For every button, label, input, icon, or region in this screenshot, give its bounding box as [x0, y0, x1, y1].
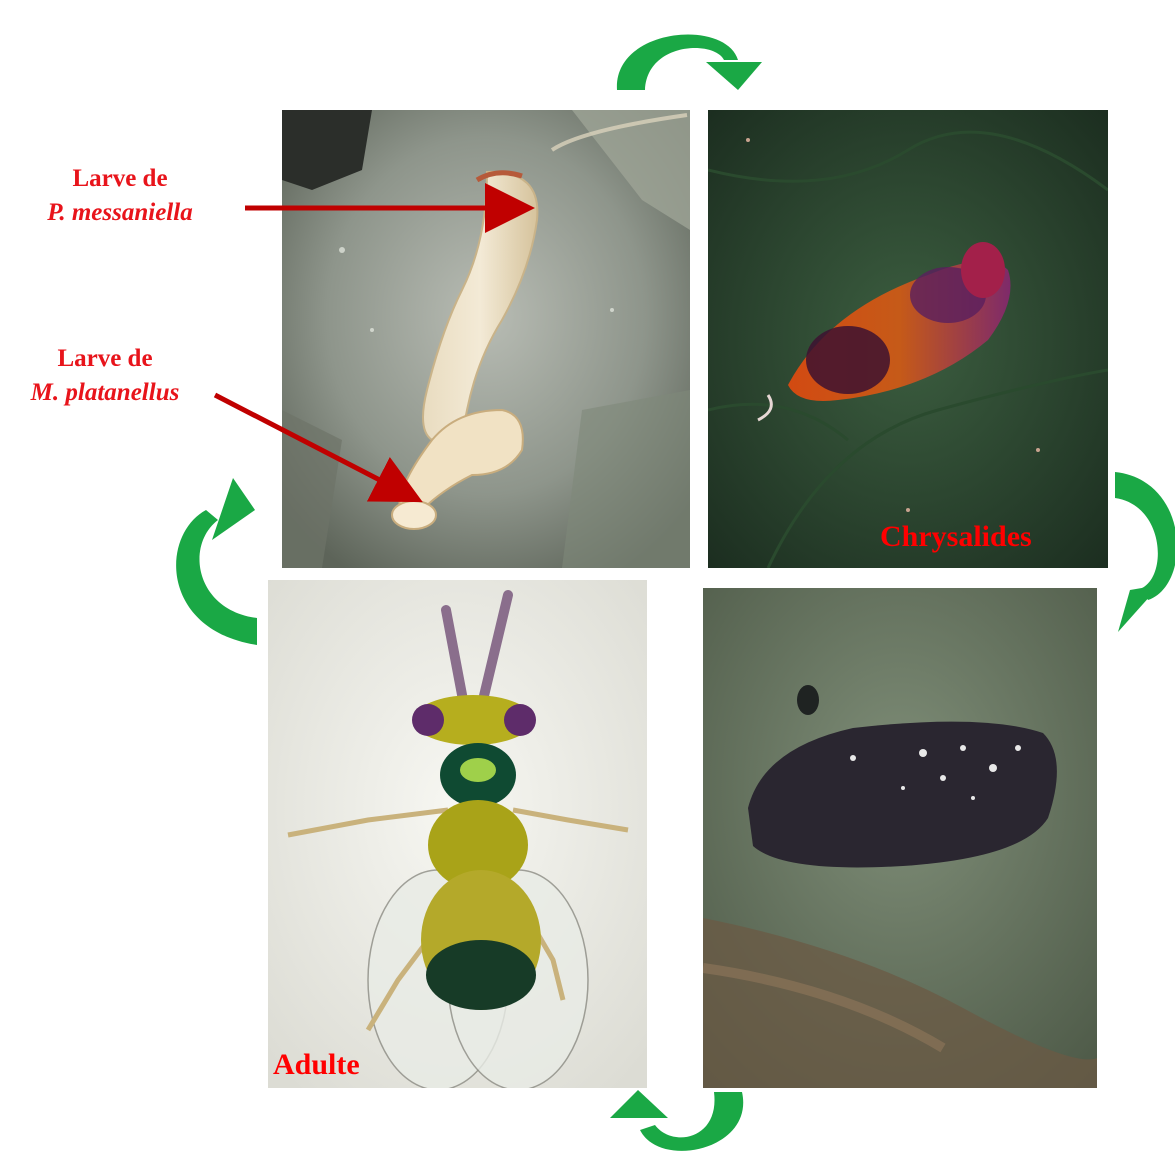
cycle-arrow-left — [176, 478, 257, 645]
cycle-arrow-bottom — [580, 1090, 743, 1160]
cycle-arrow-top — [617, 35, 762, 90]
cycle-arrow-right — [1115, 472, 1175, 632]
parasitoid-pointer-arrow — [215, 395, 405, 493]
